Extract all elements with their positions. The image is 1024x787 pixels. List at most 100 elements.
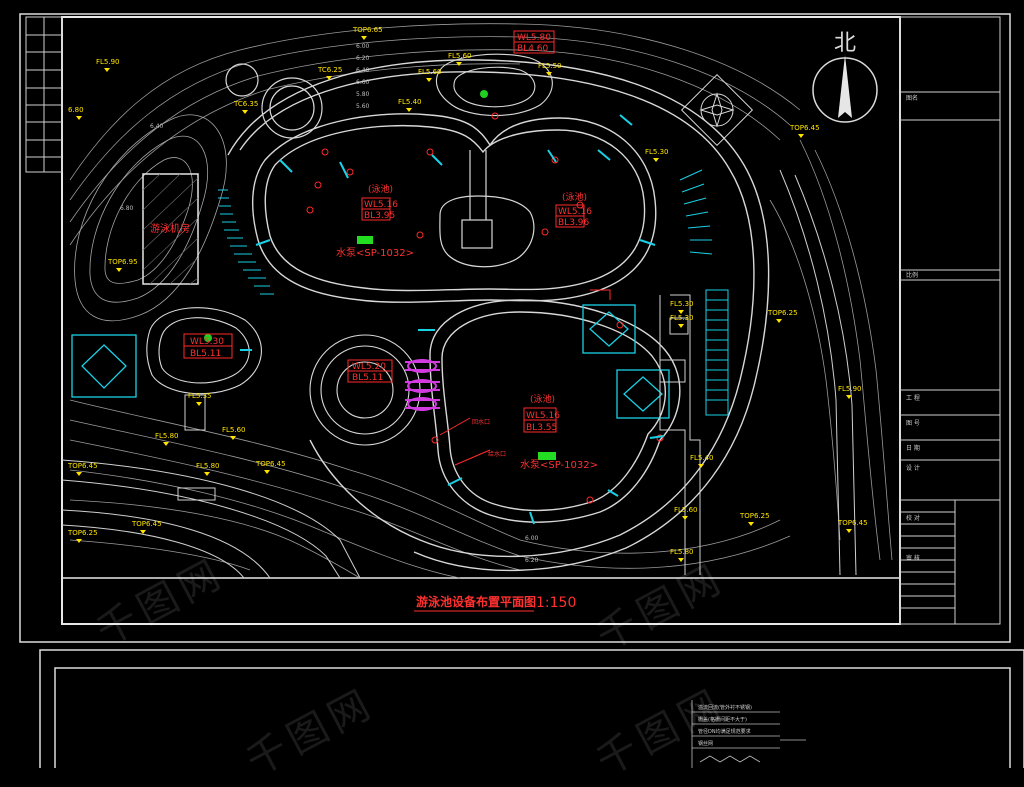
elevation-label: FL5.40 — [690, 454, 714, 462]
elevation-marker: TOP6.95 — [107, 258, 138, 272]
elevation-marker: TOP6.45 — [837, 519, 868, 533]
elevation-label: FL5.60 — [448, 52, 472, 60]
pool-wl-lower: WL5.16 — [526, 411, 560, 421]
elevation-marker: FL5.60 — [222, 426, 246, 440]
elevation-label: FL5.80 — [196, 462, 220, 470]
pool-wl-center: WL5.20 — [352, 362, 386, 372]
title-block-row: 校 对 — [906, 514, 920, 522]
elevation-label: 6.80 — [68, 106, 84, 114]
contour-value: 6.40 — [356, 67, 370, 74]
elevation-marker: TOP6.25 — [739, 512, 770, 526]
elevation-marker: FL5.60 — [674, 506, 698, 520]
elevation-label: TOP6.25 — [67, 529, 98, 537]
jet-markers — [240, 114, 665, 525]
elevation-marker: FL5.35 — [188, 392, 212, 406]
steps — [218, 169, 729, 416]
elevation-label: FL5.90 — [96, 58, 120, 66]
pump-marker-upper — [357, 236, 373, 244]
elevation-label: FL5.30 — [645, 148, 669, 156]
contour-value: 6.40 — [150, 123, 164, 130]
elevation-label: TOP6.45 — [255, 460, 286, 468]
elevation-marker: FL5.80 — [155, 432, 179, 446]
elevation-markers: FL5.90TC6.25FL5.60FL5.60FL5.40FL5.50TC6.… — [67, 26, 868, 562]
elevation-marker: TOP6.25 — [767, 309, 798, 323]
pool-bl-lower: BL3.55 — [526, 423, 557, 433]
detail-note: 溢流回流(管外衬不锈钢) — [698, 704, 752, 711]
elevation-label: TOP6.45 — [67, 462, 98, 470]
elevation-label: FL5.90 — [838, 385, 862, 393]
north-arrow: 北 — [812, 31, 878, 123]
contour-value: 6.20 — [525, 557, 539, 564]
main-pool — [227, 59, 770, 572]
drawing-scale: 1:150 — [536, 595, 576, 611]
note-b: 给水口 — [488, 450, 506, 458]
elevation-label: TOP6.95 — [107, 258, 138, 266]
elevation-marker: FL5.50 — [538, 62, 562, 76]
contour-value: 5.80 — [356, 91, 370, 98]
contour-values: 6.006.206.406.605.805.606.406.806.006.20 — [120, 43, 539, 564]
detail-note: 管径DN均满足规范要求 — [698, 728, 751, 735]
contour-value: 5.60 — [356, 103, 370, 110]
revision-strip — [25, 16, 63, 173]
detail-callouts — [691, 700, 806, 768]
pool-bl-small-left: BL5.11 — [190, 349, 221, 359]
note-a: 回水口 — [472, 418, 490, 426]
elevation-marker: TOP6.45 — [67, 462, 98, 476]
elevation-label: TC6.25 — [317, 66, 342, 74]
elevation-marker: TC6.25 — [317, 66, 342, 80]
pump-marker-lower — [538, 452, 556, 460]
elevation-label: FL5.60 — [222, 426, 246, 434]
elevation-label: FL5.60 — [418, 68, 442, 76]
title-block-row: 工 程 — [906, 394, 920, 402]
topo-left — [74, 114, 227, 322]
elevation-marker: FL5.80 — [670, 548, 694, 562]
elevation-marker: TOP6.45 — [131, 520, 162, 534]
detail-note: 钢丝网 — [698, 740, 713, 747]
level-boxes — [183, 30, 585, 433]
elevation-label: TC6.35 — [233, 100, 258, 108]
elevation-label: FL5.50 — [538, 62, 562, 70]
pool-bl-upper-right: BL3.96 — [558, 218, 590, 228]
elevation-label: TOP6.45 — [131, 520, 162, 528]
elevation-marker: FL5.60 — [418, 68, 442, 82]
pump-label-lower: 水泵<SP-1032> — [520, 459, 598, 471]
elevation-label: TOP6.65 — [352, 26, 383, 34]
lower-paths — [61, 394, 361, 579]
elevation-label: FL5.30 — [670, 314, 694, 322]
pool-bl-center: BL5.11 — [352, 373, 383, 383]
elevation-marker: FL5.30 — [670, 314, 694, 328]
elevation-marker: TOP6.45 — [255, 460, 286, 474]
fittings — [306, 112, 664, 504]
elevation-label: TOP6.45 — [789, 124, 820, 132]
north-label: 北 — [834, 31, 856, 56]
elevation-label: TOP6.25 — [767, 309, 798, 317]
contour-lines — [69, 23, 893, 579]
star-pavilion — [680, 73, 754, 147]
elevation-marker: FL5.40 — [398, 98, 422, 112]
title-block-row: 图名 — [906, 94, 918, 102]
pool-tag-upper-left: (泳池) — [368, 183, 393, 195]
contour-value: 6.80 — [120, 205, 134, 212]
small-pool-left — [146, 307, 262, 395]
title-block-row: 日 期 — [906, 444, 920, 452]
elevation-marker: FL5.60 — [448, 52, 472, 66]
contour-value: 6.00 — [356, 43, 370, 50]
drawing-title: 游泳池设备布置平面图 — [416, 594, 536, 609]
elevation-marker: FL5.30 — [670, 300, 694, 314]
elevation-marker: TC6.35 — [233, 100, 258, 114]
pump-label-upper: 水泵<SP-1032> — [336, 247, 414, 259]
detail-note: 栅盖(格栅间距不大于) — [698, 716, 747, 723]
title-block-row: 设 计 — [906, 464, 920, 472]
elevation-label: FL5.40 — [398, 98, 422, 106]
round-island — [225, 63, 323, 139]
pool-bl-top: BL4.60 — [517, 44, 549, 54]
elevation-label: FL5.35 — [188, 392, 212, 400]
title-block-row: 图 号 — [906, 420, 920, 427]
contour-value: 6.60 — [356, 79, 370, 86]
elevation-marker: FL5.30 — [645, 148, 669, 162]
elevation-marker: TOP6.65 — [352, 26, 383, 40]
title-block-row: 审 核 — [906, 554, 920, 562]
elevation-label: TOP6.25 — [739, 512, 770, 520]
